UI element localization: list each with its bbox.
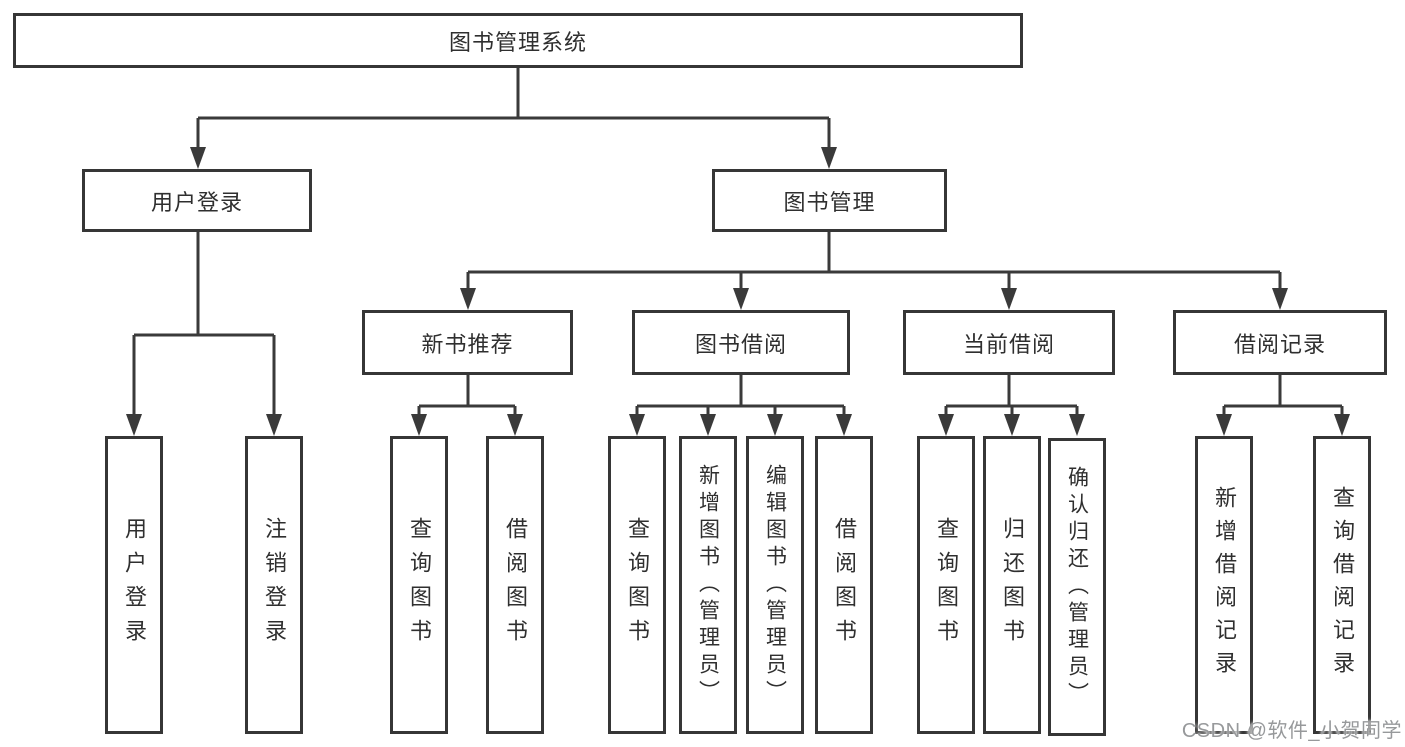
leaf-borrow-borrow-books-label: 借阅图书 [832,517,857,653]
node-borrow-records-label: 借阅记录 [1233,331,1326,357]
leaf-records-query-record-label: 查询借阅记录 [1330,486,1355,684]
leaf-borrow-add-books-admin-label: 新增图书（管理员） [696,463,720,707]
node-user-login-label: 用户登录 [150,189,243,215]
leaf-borrow-add-books-admin: 新增图书（管理员） [679,436,737,734]
leaf-user-login: 用户登录 [105,436,163,734]
leaf-recommend-query-books: 查询图书 [390,436,448,734]
leaf-records-add-record: 新增借阅记录 [1195,436,1253,734]
leaf-current-confirm-return-admin-label: 确认归还（管理员） [1065,465,1089,709]
tree-edges [132,68,1344,420]
leaf-current-query-books-label: 查询图书 [934,517,959,653]
leaf-current-query-books: 查询图书 [917,436,975,734]
leaf-logout: 注销登录 [245,436,303,734]
node-root-label: 图书管理系统 [448,29,587,55]
node-book-management: 图书管理 [712,169,947,232]
leaf-logout-label: 注销登录 [262,517,287,653]
node-book-borrow-label: 图书借阅 [694,331,787,357]
node-book-borrow: 图书借阅 [632,310,850,375]
csdn-watermark: CSDN @软件_小贺同学 [1181,720,1402,742]
leaf-recommend-borrow-books-label: 借阅图书 [503,517,528,653]
leaf-user-login-label: 用户登录 [122,517,147,653]
node-new-book-recommend-label: 新书推荐 [421,331,514,357]
node-root-system: 图书管理系统 [13,13,1023,68]
leaf-recommend-query-books-label: 查询图书 [407,517,432,653]
leaf-borrow-edit-books-admin: 编辑图书（管理员） [746,436,804,734]
node-user-login: 用户登录 [82,169,312,232]
leaf-recommend-borrow-books: 借阅图书 [486,436,544,734]
leaf-borrow-query-books: 查询图书 [608,436,666,734]
leaf-current-return-books-label: 归还图书 [1000,517,1025,653]
leaf-borrow-query-books-label: 查询图书 [625,517,650,653]
leaf-records-query-record: 查询借阅记录 [1313,436,1371,734]
leaf-records-add-record-label: 新增借阅记录 [1212,486,1237,684]
leaf-borrow-edit-books-admin-label: 编辑图书（管理员） [763,463,787,707]
node-new-book-recommend: 新书推荐 [362,310,573,375]
node-borrow-records: 借阅记录 [1173,310,1387,375]
node-book-management-label: 图书管理 [783,189,876,215]
leaf-current-confirm-return-admin: 确认归还（管理员） [1048,438,1106,736]
leaf-borrow-borrow-books: 借阅图书 [815,436,873,734]
node-current-borrow-label: 当前借阅 [962,331,1055,357]
leaf-current-return-books: 归还图书 [983,436,1041,734]
node-current-borrow: 当前借阅 [903,310,1115,375]
arrowhead-icons [126,147,1350,436]
